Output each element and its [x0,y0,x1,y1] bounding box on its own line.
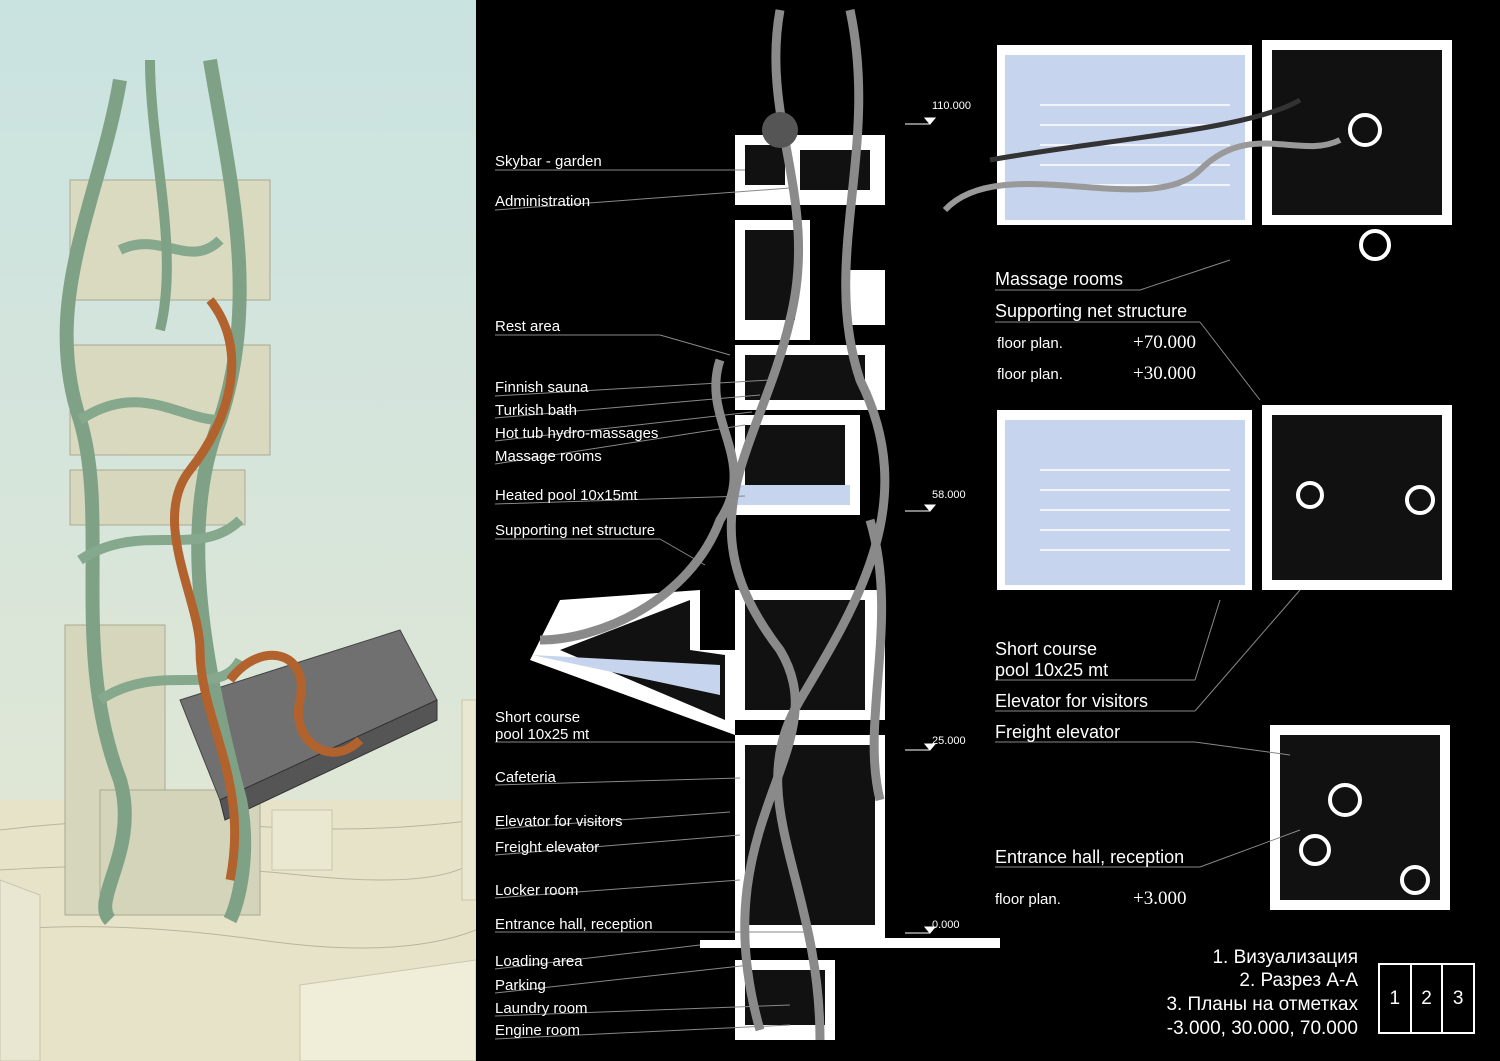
plan-label-supporting-net: Supporting net structure [995,301,1188,321]
elevation-58: 58.000 [932,489,966,501]
short-course-pool [532,655,720,695]
elevation-markers [905,117,937,934]
label-heated-pool: Heated pool 10x15mt [495,487,638,504]
label-elevator-visitors: Elevator for visitors [495,813,623,830]
label-engine-room: Engine room [495,1022,581,1039]
floor-plan-caption-3: floor plan. [995,891,1061,908]
section-leader-lines [494,169,810,1040]
label-freight-elevator: Freight elevator [495,839,600,856]
label-rest-area: Rest area [495,318,561,335]
elevation-0: 0.000 [932,919,960,931]
label-hot-tub: Hot tub hydro-massages [495,425,659,442]
floor-plan-caption-30: floor plan. [997,366,1063,383]
floor-plan-70 [942,40,1452,261]
floor-plan-level-30: +30.000 [1133,363,1196,384]
floor-plan-30 [997,405,1452,590]
panel-key-3: 3 [1452,987,1464,1009]
net-structure-tubes [539,9,890,1041]
label-finnish-sauna: Finnish sauna [495,379,589,396]
legend-item-plan-levels: -3.000, 30.000, 70.000 [1166,1018,1358,1039]
label-short-course-pool: Short course pool 10x25 mt [495,709,590,743]
legend-item-plans: 3. Планы на отметках [1166,994,1358,1015]
legend-item-section: 2. Разрез А-А [1239,970,1358,991]
label-skybar-garden: Skybar - garden [495,153,602,170]
floor-plan-caption-70: floor plan. [997,335,1063,352]
plan-leader-lines [995,259,1301,868]
label-laundry-room: Laundry room [495,1000,588,1017]
label-locker-room: Locker room [495,882,579,899]
panel-key-1: 1 [1380,965,1412,1032]
label-cafeteria: Cafeteria [495,769,556,786]
panel-key: 1 2 3 [1378,963,1475,1034]
elevation-110: 110.000 [932,100,971,112]
plan-label-massage-rooms: Massage rooms [995,269,1124,289]
panel-key-2: 2 [1412,965,1444,1032]
label-parking: Parking [495,977,546,994]
label-loading-area: Loading area [495,953,583,970]
plan-label-elevator-visitors: Elevator for visitors [995,691,1149,711]
elevation-25: 25.000 [932,735,966,747]
label-entrance-hall: Entrance hall, reception [495,916,653,933]
section-interior [560,145,875,1025]
tower-visualization [0,0,476,1061]
floor-plan-level-3: +3.000 [1133,888,1187,909]
legend-item-visualization: 1. Визуализация [1212,947,1358,968]
plan-label-entrance-hall: Entrance hall, reception [995,847,1185,867]
label-supporting-net: Supporting net structure [495,522,656,539]
plan-label-short-course-pool: Short course pool 10x25 mt [995,639,1109,680]
label-administration: Administration [495,193,591,210]
label-massage-rooms: Massage rooms [495,448,602,465]
heated-pool [735,485,850,505]
floor-plan-level-70: +70.000 [1133,332,1196,353]
label-turkish-bath: Turkish bath [495,402,577,419]
plan-label-freight-elevator: Freight elevator [995,722,1121,742]
floor-plan-3 [1270,725,1450,910]
